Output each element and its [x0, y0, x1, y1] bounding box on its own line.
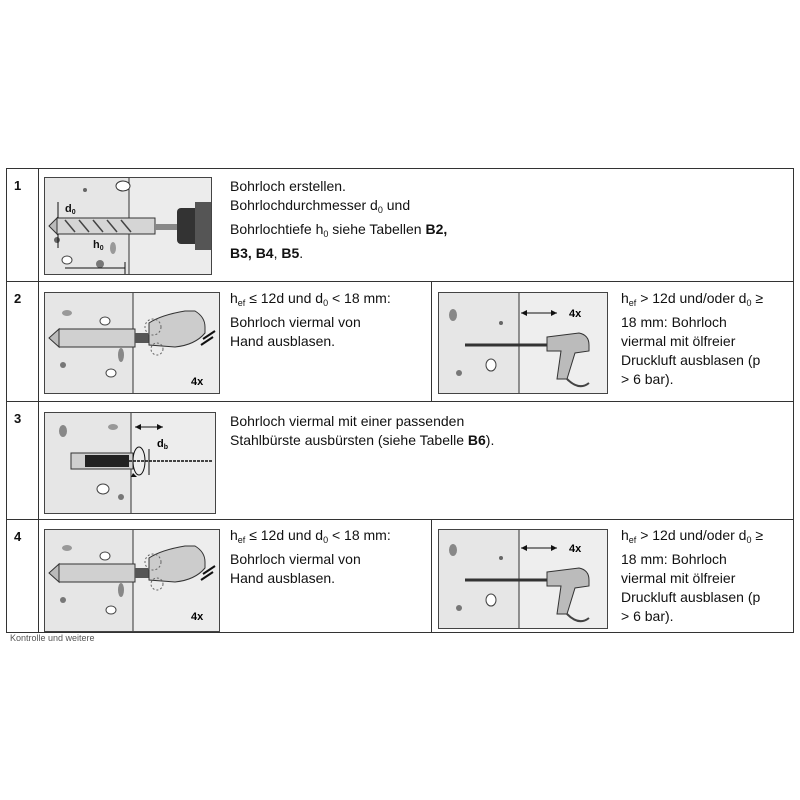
column-divider [431, 520, 432, 632]
compressed-air-illustration: 4x [438, 529, 608, 629]
manual-blow-illustration: 4x [44, 292, 220, 394]
brushing-illustration: db [44, 412, 216, 514]
db-label: db [157, 438, 168, 451]
repeat-count-label: 4x [191, 611, 204, 623]
compressed-air-illustration: 4x [438, 292, 608, 394]
footnote: Kontrolle und weitere [10, 633, 95, 643]
step-number: 2 [7, 282, 39, 401]
step-4-manual-text: hef ≤ 12d und d0 < 18 mm: Bohrloch vierm… [230, 527, 391, 586]
table-ref-b5: B5 [281, 245, 300, 261]
table-ref-b2: B2, [425, 221, 448, 237]
step-2-manual-text: hef ≤ 12d und d0 < 18 mm: Bohrloch vierm… [230, 290, 391, 349]
step-1-text: Bohrloch erstellen. Bohrlochdurchmesser … [230, 178, 448, 261]
step-3-text: Bohrloch viermal mit einer passenden Sta… [230, 413, 495, 448]
repeat-count-label: 4x [569, 543, 582, 555]
step-number: 3 [7, 402, 39, 519]
manual-blow-illustration: 4x [44, 529, 220, 632]
step-number: 1 [7, 169, 39, 281]
step-row-4: 4 4x hef ≤ 12 [7, 520, 793, 632]
step-row-2: 2 4x hef ≤ 12 [7, 282, 793, 402]
installation-steps-table: 1 d0 [6, 168, 794, 633]
table-ref-b3: B3 [230, 245, 248, 261]
repeat-count-label: 4x [569, 308, 582, 320]
d0-label: d0 [65, 203, 76, 216]
column-divider [431, 282, 432, 402]
h0-label: h0 [93, 239, 104, 252]
table-ref-b4: B4 [255, 245, 274, 261]
step-row-3: 3 db Bohrloch [7, 402, 793, 520]
step-2-air-text: hef > 12d und/oder d0 ≥ 18 mm: Bohrloch … [621, 290, 764, 387]
step-number: 4 [7, 520, 39, 632]
table-ref-b6: B6 [467, 432, 486, 448]
step-4-air-text: hef > 12d und/oder d0 ≥ 18 mm: Bohrloch … [621, 527, 764, 624]
repeat-count-label: 4x [191, 376, 204, 388]
drilling-illustration: d0 h0 [44, 177, 212, 275]
step-row-1: 1 d0 [7, 169, 793, 282]
